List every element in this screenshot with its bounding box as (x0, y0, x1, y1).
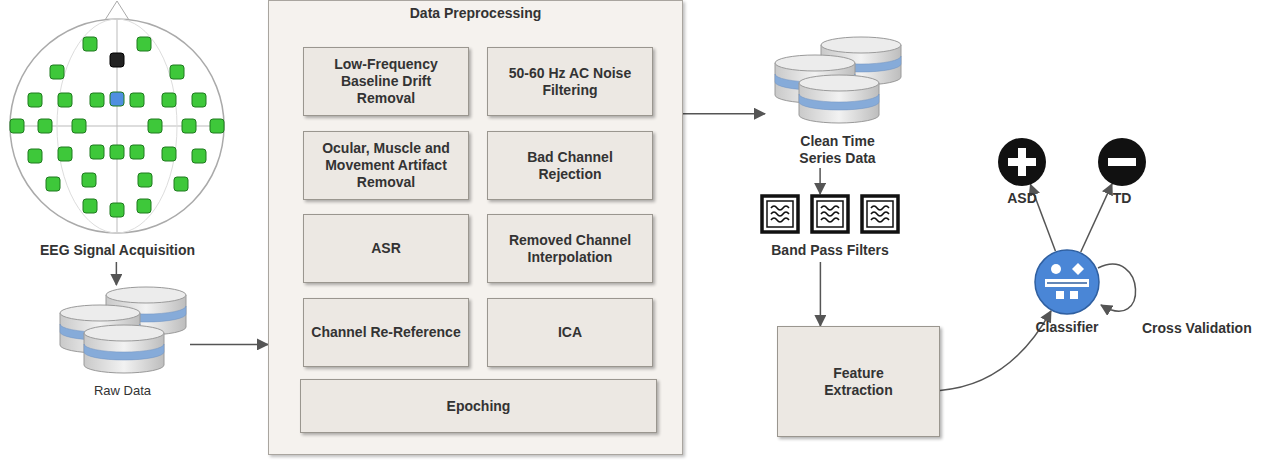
node-label: TD (1113, 190, 1132, 206)
process-box: Feature Extraction (777, 326, 940, 437)
filter-icons (760, 194, 900, 236)
node-label: Epoching (447, 398, 511, 415)
node-label: Ocular, Muscle and Movement Artifact Rem… (310, 140, 462, 190)
eeg-head-illustration (5, 0, 230, 236)
process-box: ASR (303, 214, 469, 283)
acquisition-figure: EEG Signal Acquisition (5, 0, 230, 262)
preprocessing-panel: Data PreprocessingLow-Frequency Baseline… (268, 0, 683, 455)
node-label: ASR (371, 240, 401, 257)
node-label: ICA (558, 324, 582, 341)
node-label: Bad Channel Rejection (494, 149, 646, 183)
node-label: Low-Frequency Baseline Drift Removal (310, 56, 462, 106)
database-icon (58, 285, 188, 377)
class-node: TD (1098, 138, 1146, 186)
flow-arrow (116, 262, 118, 285)
process-box: Low-Frequency Baseline Drift Removal (303, 47, 469, 116)
flow-arrow (940, 311, 1051, 391)
node-label: Channel Re-Reference (311, 324, 460, 341)
filter-node: Band Pass Filters (750, 194, 910, 262)
flow-arrow (819, 168, 821, 194)
node-label: Data Preprocessing (269, 5, 682, 21)
class-node: ASD (998, 138, 1046, 186)
flow-arrow (1081, 184, 1112, 252)
negative-symbol (1098, 138, 1146, 186)
cross-validation-loop (1098, 264, 1136, 311)
node-label: 50-60 Hz AC Noise Filtering (494, 65, 646, 99)
node-label: Clean Time Series Data (788, 133, 888, 167)
database-node: Clean Time Series Data (765, 35, 910, 168)
database-icon (773, 35, 903, 127)
flow-arrow (190, 344, 268, 346)
positive-symbol (998, 138, 1046, 186)
process-box: ICA (487, 298, 653, 367)
node-label: Feature Extraction (809, 365, 909, 399)
flow-arrow (683, 113, 765, 115)
process-box: Channel Re-Reference (303, 298, 469, 367)
node-label: Raw Data (94, 383, 151, 399)
database-node: Raw Data (55, 285, 190, 420)
process-box: Epoching (300, 379, 657, 433)
node-label: ASD (1007, 190, 1037, 206)
classifier-icon (1034, 249, 1100, 315)
flow-arrow (820, 262, 822, 326)
classifier-node: Classifier (1034, 249, 1100, 315)
node-label: Removed Channel Interpolation (494, 232, 646, 266)
process-box: Ocular, Muscle and Movement Artifact Rem… (303, 131, 469, 200)
node-label: Band Pass Filters (771, 242, 889, 259)
process-box: Removed Channel Interpolation (487, 214, 653, 283)
node-label: Classifier (1035, 319, 1098, 335)
process-box: 50-60 Hz AC Noise Filtering (487, 47, 653, 116)
node-label: EEG Signal Acquisition (40, 242, 195, 259)
process-box: Bad Channel Rejection (487, 131, 653, 200)
loop-label: Cross Validation (1140, 320, 1254, 336)
